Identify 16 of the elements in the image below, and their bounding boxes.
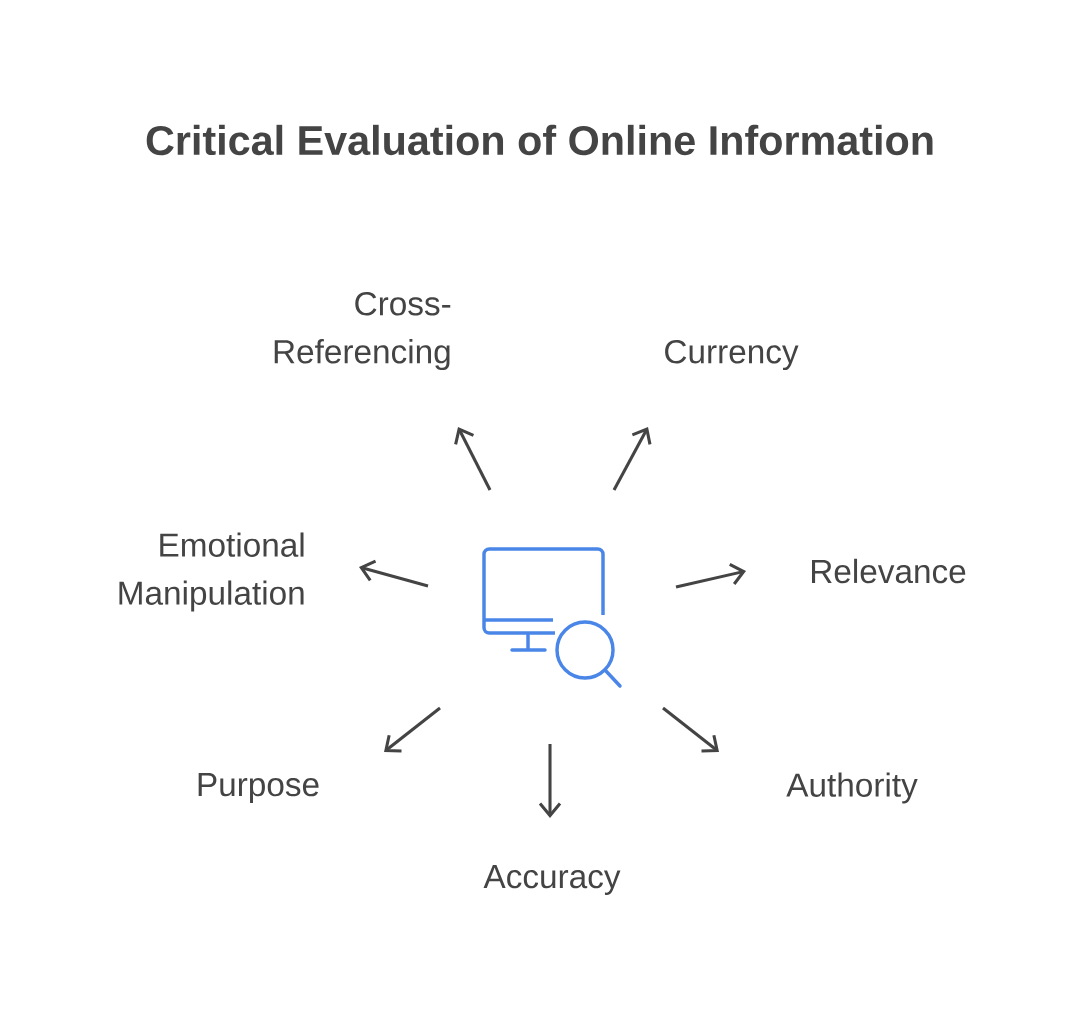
arrow xyxy=(662,706,719,753)
label: Cross-Referencing xyxy=(274,291,451,371)
label: Authority xyxy=(786,772,918,804)
label: Relevance xyxy=(812,558,966,584)
arrow xyxy=(454,427,492,491)
arrow xyxy=(359,559,429,588)
label: Currency xyxy=(665,339,799,371)
label: Purpose xyxy=(198,773,319,803)
arrow xyxy=(612,427,652,491)
label: Accuracy xyxy=(483,865,621,895)
label: Emotional Manipulation xyxy=(119,532,304,612)
title: Critical Evaluation of Online Information xyxy=(146,124,933,156)
arrow xyxy=(384,706,441,753)
monitor-search-icon xyxy=(482,547,622,688)
arrow xyxy=(538,744,562,818)
arrow xyxy=(675,563,746,589)
